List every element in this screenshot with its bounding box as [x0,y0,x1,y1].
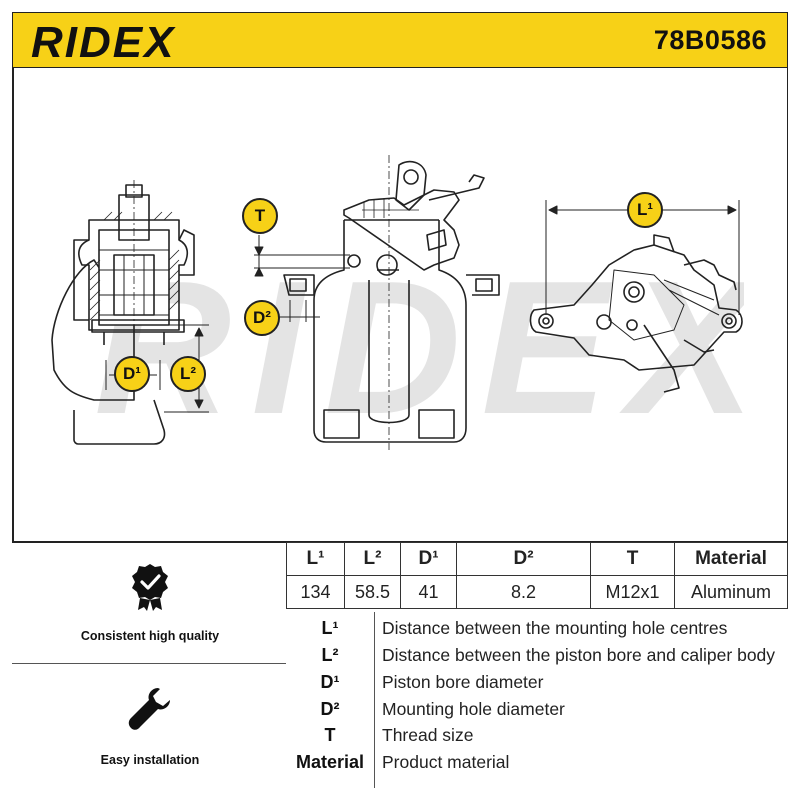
ridex-logo: RIDEX [31,19,176,63]
caliper-top-view [529,234,743,393]
d2-dimension-lines [276,300,320,322]
legend-desc-l1: Distance between the mounting hole centr… [382,618,728,638]
frame-right [786,68,788,543]
specs-header-row: L¹ L² D¹ D² T Material [286,542,788,576]
check-badge-icon [132,564,168,611]
legend-row: L² Distance between the piston bore and … [286,645,788,672]
wrench-icon [128,688,170,730]
dimension-badge-d2: D² [244,300,280,336]
caliper-drawing-svg [51,155,743,450]
col-header-material: Material [674,542,788,576]
feature-installation: Easy installation [14,684,286,767]
specs-value-row: 134 58.5 41 8.2 M12x1 Aluminum [286,575,788,609]
dimension-badge-d1: D¹ [114,356,150,392]
dimension-badge-l1: L¹ [627,192,663,228]
left-panel-divider [12,663,286,664]
col-header-l2: L² [344,542,401,576]
legend-key-t: T [324,725,336,745]
caliper-front-view [283,155,500,450]
dimension-badge-l2: L² [170,356,206,392]
col-header-d1: D¹ [400,542,457,576]
legend-row: D¹ Piston bore diameter [286,672,788,699]
header-bar: RIDEX 78B0586 [12,12,788,68]
technical-drawing: RIDEX [14,70,786,540]
specs-table: L¹ L² D¹ D² T Material 134 58.5 41 8.2 M… [286,542,788,609]
caliper-section-view [51,180,195,445]
frame-divider [12,541,788,543]
brand-text: RIDEX [31,19,176,63]
value-material: Aluminum [674,575,788,609]
legend-desc-t: Thread size [382,725,474,745]
value-d2: 8.2 [456,575,591,609]
legend-key-d1: D¹ [320,672,340,692]
feature-title-installation: Easy installation [100,753,200,767]
table-legend-divider [374,612,375,788]
feature-quality: Consistent high quality [14,562,286,643]
frame-left [12,68,14,543]
legend-desc-material: Product material [382,752,510,772]
legend-row: T Thread size [286,725,788,752]
dimension-badge-t: T [242,198,278,234]
legend-key-l1: L¹ [321,618,339,638]
legend-key-l2: L² [321,645,339,665]
col-header-t: T [590,542,675,576]
value-l2: 58.5 [344,575,401,609]
legend-row: L¹ Distance between the mounting hole ce… [286,618,788,645]
col-header-l1: L¹ [286,542,345,576]
legend-key-d2: D² [320,699,340,719]
t-dimension-lines [254,235,350,277]
legend-desc-d1: Piston bore diameter [382,672,544,692]
legend-row: D² Mounting hole diameter [286,699,788,726]
legend-desc-d2: Mounting hole diameter [382,699,565,719]
legend-key-material: Material [295,752,365,772]
part-number: 78B0586 [653,25,767,55]
value-l1: 134 [286,575,345,609]
dimension-legend: L¹ Distance between the mounting hole ce… [286,612,788,788]
legend-desc-l2: Distance between the piston bore and cal… [382,645,776,665]
col-header-d2: D² [456,542,591,576]
value-t: M12x1 [590,575,675,609]
legend-row: Material Product material [286,752,788,779]
value-d1: 41 [400,575,457,609]
feature-title-quality: Consistent high quality [80,629,220,643]
